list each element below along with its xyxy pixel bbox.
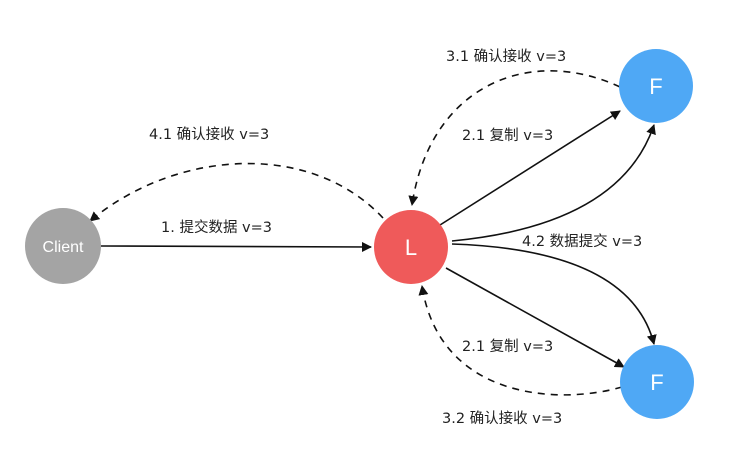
edge-ack-from-top xyxy=(408,70,621,206)
follower-bottom-circle xyxy=(620,345,694,419)
edge-ack-from-bottom xyxy=(418,285,623,396)
follower-top-label: F xyxy=(649,74,662,99)
edge-replicate-top xyxy=(439,110,621,226)
edge-commit-bottom xyxy=(451,243,657,345)
client-circle xyxy=(25,208,101,284)
label-replicate-bottom: 2.1 复制 v=3 xyxy=(462,337,553,355)
label-ack-from-bottom: 3.2 确认接收 v=3 xyxy=(442,410,562,427)
edge-submit-to-leader xyxy=(100,241,372,252)
node-follower-bottom: F xyxy=(620,345,694,419)
leader-circle xyxy=(374,210,448,284)
node-leader: L xyxy=(374,210,448,284)
label-ack-to-client: 4.1 确认接收 v=3 xyxy=(149,126,269,143)
client-label: Client xyxy=(43,239,84,256)
label-replicate-top: 2.1 复制 v=3 xyxy=(462,126,553,144)
edge-replicate-bottom xyxy=(445,267,625,368)
edge-commit-top xyxy=(451,124,656,242)
follower-top-circle xyxy=(619,49,693,123)
edge-ack-to-client xyxy=(89,162,384,222)
node-client: Client xyxy=(25,208,101,284)
label-ack-from-top: 3.1 确认接收 v=3 xyxy=(446,48,566,65)
label-commit-to-followers: 4.2 数据提交 v=3 xyxy=(522,232,642,250)
follower-bottom-label: F xyxy=(650,370,663,395)
label-submit-to-leader: 1. 提交数据 v=3 xyxy=(161,218,272,236)
node-follower-top: F xyxy=(619,49,693,123)
leader-label: L xyxy=(405,235,417,260)
